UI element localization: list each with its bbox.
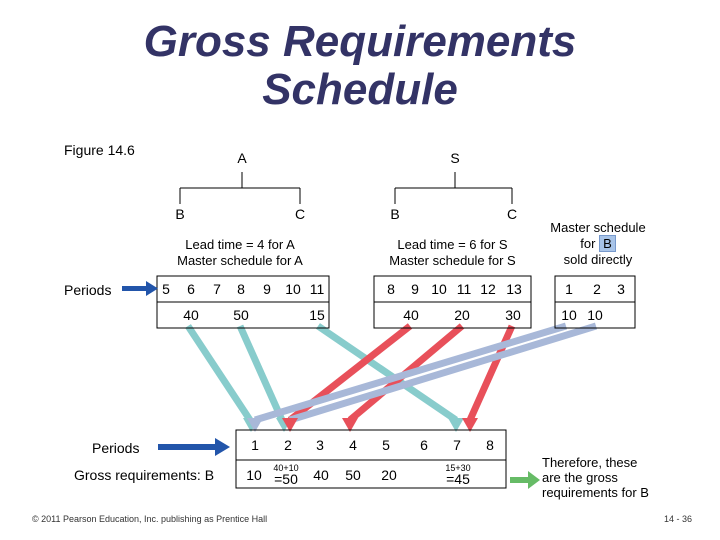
gross-period: 8: [486, 437, 494, 453]
tree-s-lead-time: Lead time = 6 for S: [397, 237, 508, 252]
sched-a-period: 9: [263, 281, 271, 297]
sched-a-period: 10: [285, 281, 301, 297]
tree-a-lead-time: Lead time = 4 for A: [185, 237, 295, 252]
sched-b-period: 1: [565, 281, 573, 297]
ribbon-gray-b10b: [288, 322, 598, 424]
ribbon-red-s30: [466, 324, 516, 422]
gross-period: 1: [251, 437, 259, 453]
conclusion-line1: Therefore, these: [542, 455, 638, 470]
sched-s-value: 20: [454, 307, 470, 323]
direct-b-caption: Master schedule for B sold directly: [538, 220, 658, 268]
direct-b-for: for: [580, 236, 596, 251]
sched-a-period: 5: [162, 281, 170, 297]
sched-s-period: 10: [431, 281, 447, 297]
periods-arrow-top: [122, 281, 158, 296]
grid-a: [156, 275, 330, 329]
title-line-2: Schedule: [262, 65, 458, 114]
sched-s-period: 13: [506, 281, 522, 297]
ribbon-arrowheads: [243, 418, 478, 432]
gross-value-p7-formula: 15+30: [445, 463, 471, 473]
figure-label: Figure 14.6: [64, 142, 135, 158]
copyright-footer: © 2011 Pearson Education, Inc. publishin…: [32, 514, 268, 524]
sched-s-value: 30: [505, 307, 521, 323]
page-number: 14 - 36: [664, 514, 693, 524]
sched-s-period: 11: [456, 281, 472, 297]
tree-s-caption: Lead time = 6 for S Master schedule for …: [360, 237, 545, 269]
direct-b-line3: sold directly: [563, 252, 633, 267]
tree-s-connectors: [394, 172, 513, 204]
sched-b-period: 3: [617, 281, 625, 297]
grid-gross: [235, 429, 507, 489]
tree-a-left-child: B: [175, 206, 185, 222]
tree-s-master-schedule: Master schedule for S: [389, 253, 516, 268]
direct-b-line2: for B: [538, 235, 658, 252]
tree-a-right-child: C: [294, 206, 306, 222]
conclusion-line2: are the gross: [542, 470, 618, 485]
tree-a-caption: Lead time = 4 for A Master schedule for …: [150, 237, 330, 269]
ribbon-teal-a50: [236, 324, 286, 422]
sched-a-period: 6: [187, 281, 195, 297]
gross-period: 6: [420, 437, 428, 453]
gross-value-p7: =45: [446, 471, 470, 487]
gross-period: 4: [349, 437, 357, 453]
gross-period: 2: [284, 437, 292, 453]
ribbon-teal-a40: [185, 324, 253, 422]
ribbon-gray-b10a: [253, 322, 568, 424]
tree-a-connectors: [179, 172, 301, 204]
periods-label-bottom: Periods: [92, 440, 140, 456]
gross-value-p1: 10: [246, 467, 262, 483]
conclusion-text: Therefore, these are the gross requireme…: [542, 455, 649, 500]
ribbons: [185, 322, 598, 424]
sched-s-period: 12: [480, 281, 496, 297]
gross-period: 7: [453, 437, 461, 453]
conclusion-arrow: [510, 471, 540, 489]
sched-b-period: 2: [593, 281, 601, 297]
direct-b-letter: B: [599, 235, 616, 252]
sched-b-value: 10: [587, 307, 603, 323]
gross-value-p3: 40: [313, 467, 329, 483]
periods-label-top: Periods: [64, 282, 112, 298]
sched-a-period: 7: [213, 281, 221, 297]
title-line-1: Gross Requirements: [143, 17, 577, 66]
gross-value-p2: =50: [274, 471, 298, 487]
periods-arrow-bottom: [158, 438, 230, 456]
slide-title: Gross Requirements Schedule: [0, 18, 720, 114]
grid-b: [554, 275, 636, 329]
grid-s: [373, 275, 532, 329]
gross-period: 3: [316, 437, 324, 453]
sched-s-period: 9: [411, 281, 419, 297]
gross-value-p2-formula: 40+10: [273, 463, 299, 473]
tree-s-right-child: C: [506, 206, 518, 222]
tree-s-parent: S: [450, 150, 460, 166]
sched-a-period: 11: [309, 281, 325, 297]
gross-period: 5: [382, 437, 390, 453]
sched-s-period: 8: [387, 281, 395, 297]
sched-a-period: 8: [237, 281, 245, 297]
tree-a-master-schedule: Master schedule for A: [177, 253, 303, 268]
sched-a-value: 40: [183, 307, 199, 323]
tree-s-left-child: B: [390, 206, 400, 222]
tree-a-parent: A: [237, 150, 247, 166]
gross-value-p5: 20: [381, 467, 397, 483]
sched-b-value: 10: [561, 307, 577, 323]
sched-s-value: 40: [403, 307, 419, 323]
gross-requirements-label: Gross requirements: B: [74, 467, 215, 483]
ribbon-teal-a15: [316, 323, 458, 423]
conclusion-line3: requirements for B: [542, 485, 649, 500]
direct-b-line1: Master schedule: [550, 220, 646, 235]
gross-value-p4: 50: [345, 467, 361, 483]
sched-a-value: 15: [309, 307, 325, 323]
sched-a-value: 50: [233, 307, 249, 323]
